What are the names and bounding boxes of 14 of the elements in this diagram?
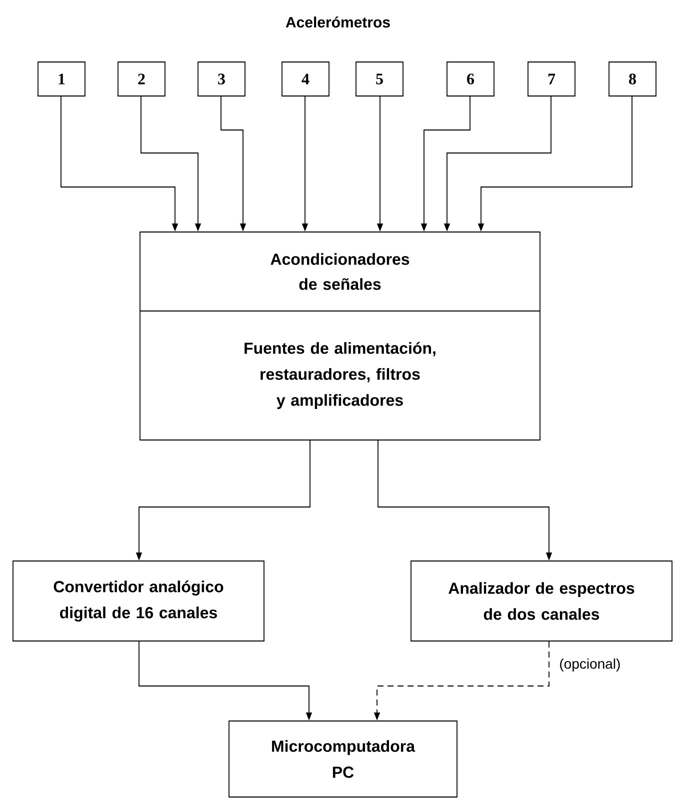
sensor-box: 6 bbox=[446, 62, 494, 96]
sensor-box: 8 bbox=[608, 62, 656, 96]
process-box: Analizador de espectros de dos canales bbox=[410, 560, 672, 642]
sensor-box: 1 bbox=[38, 62, 86, 96]
title: Acelerómetros bbox=[286, 16, 390, 28]
process-box: Acondicionadores de señales Fuentes de alimentación, restauradores, filtros y amplificadores bbox=[140, 232, 540, 440]
sensor-box: 7 bbox=[528, 62, 576, 96]
process-box: Convertidor analógico digital de 16 canales bbox=[12, 560, 264, 642]
sensor-box: 2 bbox=[118, 62, 166, 96]
process-box: Microcomputadora PC bbox=[228, 720, 458, 798]
sensor-box: 3 bbox=[198, 62, 246, 96]
edge-label: (opcional) bbox=[558, 657, 622, 673]
sensor-box: 5 bbox=[356, 62, 404, 96]
sensor-box: 4 bbox=[282, 62, 330, 96]
